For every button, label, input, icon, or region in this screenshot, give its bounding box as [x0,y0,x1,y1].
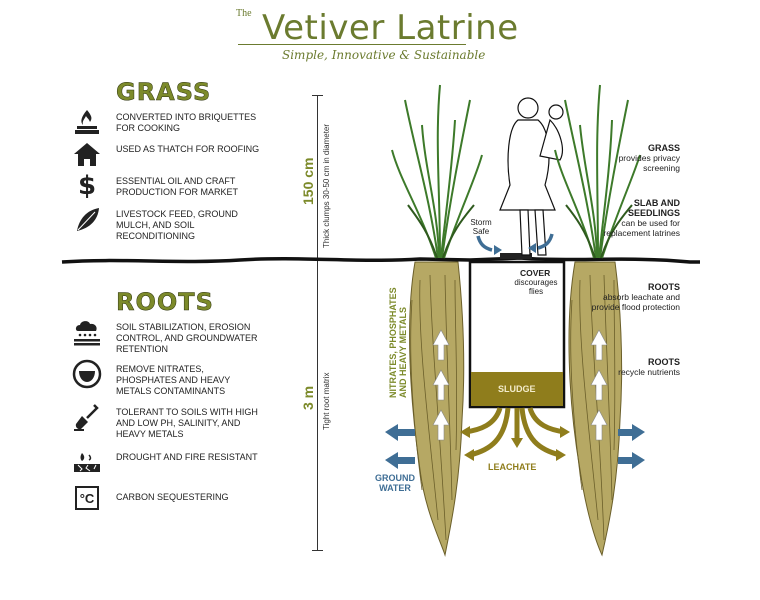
ground-line [61,256,700,264]
roots-item-tolerant: TOLERANT TO SOILS WITH HIGH AND LOW PH, … [72,403,262,440]
right-label-slab: SLAB and SEEDLINGS can be used for repla… [590,198,680,238]
leachate-arrows [464,407,566,458]
filter-bowl-icon [72,359,102,389]
storm-safe-arrows [476,233,554,252]
right-label-text: can be used for replacement latrines [603,218,680,238]
leachate-label: LEACHATE [488,462,537,472]
page-subtitle: Simple, Innovative & Sustainable [282,48,486,62]
right-grass-clump [554,84,641,259]
grass-item-text: LIVESTOCK FEED, GROUND MULCH, AND SOIL R… [116,209,238,241]
roots-item-text: DROUGHT AND FIRE RESISTANT [116,452,258,462]
roots-item-soil: SOIL STABILIZATION, EROSION CONTROL, AND… [72,318,262,355]
scale-tick-bottom [312,550,323,551]
right-label-title: SLAB and SEEDLINGS [627,198,680,218]
shovel-icon [72,403,102,431]
grass-item-thatch: USED AS THATCH FOR ROOFING [72,140,262,168]
title-underline [238,44,466,45]
roots-item-text: REMOVE NITRATES, PHOSPHATES AND HEAVY ME… [116,364,231,396]
person-silhouette [499,97,564,256]
right-label-roots-absorb: ROOTS absorb leachate and provide flood … [590,282,680,312]
right-label-grass: GRASS provides privacy screening [590,143,680,173]
right-label-title: ROOTS [647,357,680,367]
storm-safe-label: Storm Safe [470,218,492,236]
grass-item-text: CONVERTED INTO BRIQUETTES FOR COOKING [116,112,257,133]
right-root-clump [568,261,623,557]
right-label-text: provides privacy screening [618,153,680,173]
cover-slab [500,253,532,259]
right-label-text: recycle nutrients [618,367,680,377]
roots-item-drought: DROUGHT AND FIRE RESISTANT [72,448,262,476]
leaf-icon [72,205,102,233]
groundwater-label: GROUND WATER [375,473,415,493]
right-label-title: ROOTS [647,282,680,292]
right-label-title: GRASS [647,143,680,153]
cover-title: COVER [520,268,551,278]
grass-item-oil: $ ESSENTIAL OIL AND CRAFT PRODUCTION FOR… [72,171,262,201]
groundwater-arrows [385,424,645,469]
roots-item-text: TOLERANT TO SOILS WITH HIGH AND LOW PH, … [116,407,258,439]
celsius-icon: °C [72,484,102,512]
sludge-area [471,372,563,406]
cover-text: discourages flies [514,278,558,296]
grass-item-briquettes: CONVERTED INTO BRIQUETTES FOR COOKING [72,108,262,136]
leachate-arrowheads [460,426,570,461]
grass-item-text: USED AS THATCH FOR ROOFING [116,144,260,154]
rain-cloud-icon [72,318,102,346]
dollar-icon: $ [77,171,97,201]
right-label-roots-recycle: ROOTS recycle nutrients [590,357,680,377]
page-title: Vetiver Latrine [262,8,519,48]
right-label-text: absorb leachate and provide flood protec… [591,292,680,312]
roots-item-carbon: °C CARBON SEQUESTERING [72,484,262,512]
grass-item-feed: LIVESTOCK FEED, GROUND MULCH, AND SOIL R… [72,205,262,242]
drought-icon [72,448,102,476]
fire-icon [72,108,102,136]
left-grass-clump [391,84,483,259]
grass-item-text: ESSENTIAL OIL AND CRAFT PRODUCTION FOR M… [116,176,239,197]
sludge-label: SLUDGE [498,384,536,394]
roots-heading: ROOTS [116,288,214,317]
grass-heading: GRASS [116,78,212,107]
roots-item-text: SOIL STABILIZATION, EROSION CONTROL, AND… [116,322,258,354]
house-icon [72,140,102,168]
scale-tick-top [312,95,323,96]
left-root-clump [409,261,465,557]
up-arrows [432,329,608,441]
roots-item-filter: REMOVE NITRATES, PHOSPHATES AND HEAVY ME… [72,359,262,397]
nitrates-label: NITRATES, PHOSPHATES AND HEAVY METALS [388,287,408,398]
roots-item-text: CARBON SEQUESTERING [116,492,229,502]
title-prefix: The [236,8,252,19]
scale-line [317,95,318,550]
